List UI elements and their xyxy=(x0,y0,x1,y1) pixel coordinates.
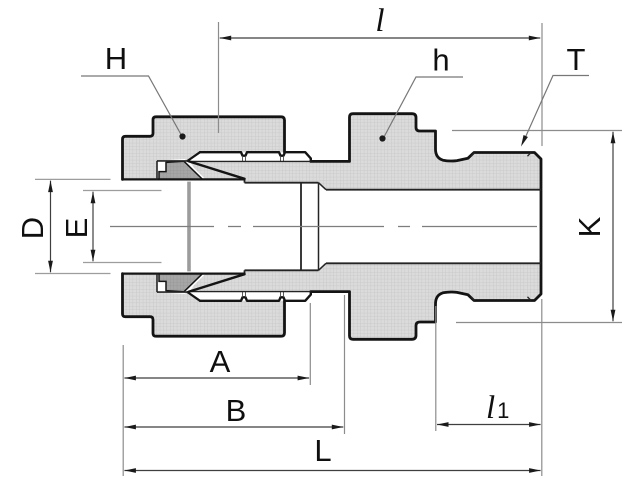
label-l1: l1 xyxy=(486,390,509,426)
nut-outline-top xyxy=(121,115,286,181)
thread-notch-lines-bottom xyxy=(242,292,284,298)
arrow-l-right xyxy=(528,35,541,41)
arrow-d-bottom xyxy=(48,260,53,273)
label-l1-main: l xyxy=(486,390,495,426)
leader-h xyxy=(383,76,463,137)
thread-notch-lines-top xyxy=(242,155,284,161)
label-D: D xyxy=(15,217,50,239)
leader-h-dot xyxy=(379,135,386,142)
thread-crest-top xyxy=(198,151,312,163)
arrow-k-bottom xyxy=(610,309,616,322)
arrow-d-top xyxy=(48,180,53,193)
label-H: H xyxy=(105,41,127,76)
ferrule-cone-top xyxy=(187,160,246,180)
nut-section-bottom xyxy=(122,273,285,337)
thread-tick-1t xyxy=(470,152,475,157)
label-L: L xyxy=(314,433,331,468)
thread-lead-bottom xyxy=(186,291,202,302)
thread-crest-bottom xyxy=(198,290,312,302)
thread-tick-2t xyxy=(527,152,532,157)
label-l: l xyxy=(375,3,384,39)
thread-lead-top xyxy=(186,151,202,162)
leader-H-dot xyxy=(179,133,186,140)
arrow-b-left xyxy=(124,424,136,430)
leader-H xyxy=(81,75,182,135)
body-outline xyxy=(309,112,543,341)
body-section-bottom xyxy=(189,263,541,340)
nut-section-top xyxy=(122,116,285,180)
label-l1-sub: 1 xyxy=(497,398,509,423)
thread-tick-1b xyxy=(470,296,475,301)
arrow-l1-left xyxy=(437,422,449,427)
leader-T xyxy=(522,74,589,142)
bore-chamfer-top xyxy=(317,182,327,191)
thread-tick-2b xyxy=(527,296,532,301)
body-section-top xyxy=(189,113,541,190)
arrow-a-right xyxy=(297,375,310,381)
arrow-l-left xyxy=(219,35,232,41)
arrow-b-right xyxy=(331,424,344,430)
label-K: K xyxy=(572,216,607,237)
arrow-T-leader xyxy=(521,135,528,147)
arrow-k-top xyxy=(610,131,616,144)
label-A: A xyxy=(210,344,231,379)
arrow-L-right xyxy=(529,468,541,473)
label-h: h xyxy=(432,43,449,78)
arrow-l1-right xyxy=(529,422,541,427)
bore-chamfer-bottom xyxy=(317,262,327,271)
label-B: B xyxy=(226,393,247,428)
nut-outline-bottom xyxy=(121,272,286,338)
arrow-e-bottom xyxy=(90,249,96,262)
ferrule-cone-bottom xyxy=(187,273,246,293)
arrow-L-left xyxy=(124,468,136,473)
label-E: E xyxy=(59,218,94,239)
arrow-e-top xyxy=(90,191,96,204)
label-T: T xyxy=(567,42,586,77)
arrow-a-left xyxy=(124,375,136,381)
